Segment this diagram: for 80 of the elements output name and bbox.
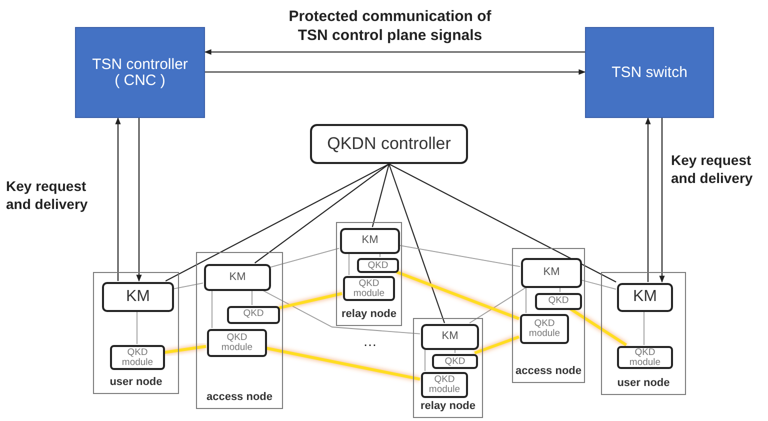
- quantum-link: [396, 270, 520, 320]
- connector-line: [580, 280, 616, 290]
- node-text: QKD module: [528, 319, 562, 339]
- node-label: relay node: [341, 309, 397, 322]
- node-text: KM: [632, 289, 658, 306]
- node-frame: [601, 272, 686, 395]
- node-text: TSN controller ( CNC ): [91, 56, 189, 88]
- node-text: QKD: [548, 295, 569, 306]
- quantum-link: [164, 344, 206, 354]
- node-text: QKD module: [428, 375, 462, 395]
- connector-line: [398, 244, 520, 268]
- connector-line: [424, 348, 426, 372]
- connector-line: [172, 282, 204, 290]
- node-text: QKD module: [220, 333, 254, 353]
- arrow: [205, 69, 586, 75]
- node-label: user node: [617, 378, 670, 392]
- connector-line: [372, 164, 390, 228]
- quantum-link: [266, 346, 420, 381]
- arrow: [136, 118, 142, 282]
- node-frame: [196, 252, 283, 409]
- node-frame: [93, 272, 179, 394]
- key-manager-box: [617, 283, 673, 312]
- module-box: [421, 372, 468, 398]
- ellipsis-text: …: [362, 333, 378, 350]
- node-frame: [336, 222, 402, 326]
- key-manager-box: [521, 258, 582, 288]
- node-text: KM: [542, 267, 561, 279]
- quantum-link: [474, 336, 520, 354]
- node-text: QKD: [243, 308, 264, 319]
- module-box: [432, 354, 478, 369]
- module-box: [227, 306, 280, 324]
- connector-line: [136, 310, 138, 344]
- annotation-text: Key request and delivery: [671, 152, 754, 187]
- arrow: [659, 118, 665, 283]
- node-text: TSN switch: [610, 64, 688, 80]
- node-text: QKD: [444, 356, 466, 367]
- connector-line: [262, 290, 420, 334]
- annotation-text: Protected communication of TSN control plane signals: [288, 8, 492, 46]
- node-label: access node: [206, 392, 273, 406]
- controller-box: [75, 27, 205, 118]
- connector-line: [388, 164, 616, 282]
- arrow: [645, 117, 651, 282]
- annotation-text: Key request and delivery: [6, 178, 89, 213]
- node-text: QKDN controller: [326, 135, 452, 153]
- connector-line: [254, 164, 390, 264]
- node-label: relay node: [420, 401, 476, 414]
- connector-line: [469, 286, 528, 324]
- node-text: KM: [440, 331, 460, 343]
- connector-line: [348, 252, 350, 276]
- module-box: [535, 293, 582, 310]
- node-text: KM: [228, 272, 247, 284]
- connector-line: [165, 164, 390, 282]
- node-label: user node: [110, 377, 162, 390]
- node-frame: [512, 248, 585, 383]
- node-text: KM: [360, 235, 380, 247]
- module-box: [357, 258, 399, 273]
- module-box: [207, 329, 267, 357]
- key-manager-box: [421, 324, 479, 350]
- module-box: [520, 314, 569, 344]
- arrow: [204, 49, 585, 55]
- connector-line: [270, 248, 340, 268]
- arrow: [115, 117, 121, 281]
- module-box: [110, 345, 165, 370]
- module-box: [617, 346, 673, 369]
- key-manager-box: [204, 264, 271, 291]
- key-manager-box: [102, 282, 174, 312]
- quantum-link: [570, 308, 628, 346]
- key-manager-box: [340, 228, 400, 254]
- node-text: QKD: [368, 260, 388, 271]
- node-text: QKD module: [120, 348, 154, 368]
- node-label: access node: [515, 366, 582, 380]
- quantum-link: [278, 292, 342, 310]
- node-frame: [413, 318, 483, 418]
- node-text: KM: [125, 288, 151, 306]
- module-box: [343, 276, 395, 301]
- controller-box: [585, 27, 714, 118]
- node-text: QKD module: [628, 348, 662, 368]
- controller-box: [310, 124, 468, 164]
- connector-line: [388, 164, 446, 324]
- node-text: QKD module: [352, 278, 386, 298]
